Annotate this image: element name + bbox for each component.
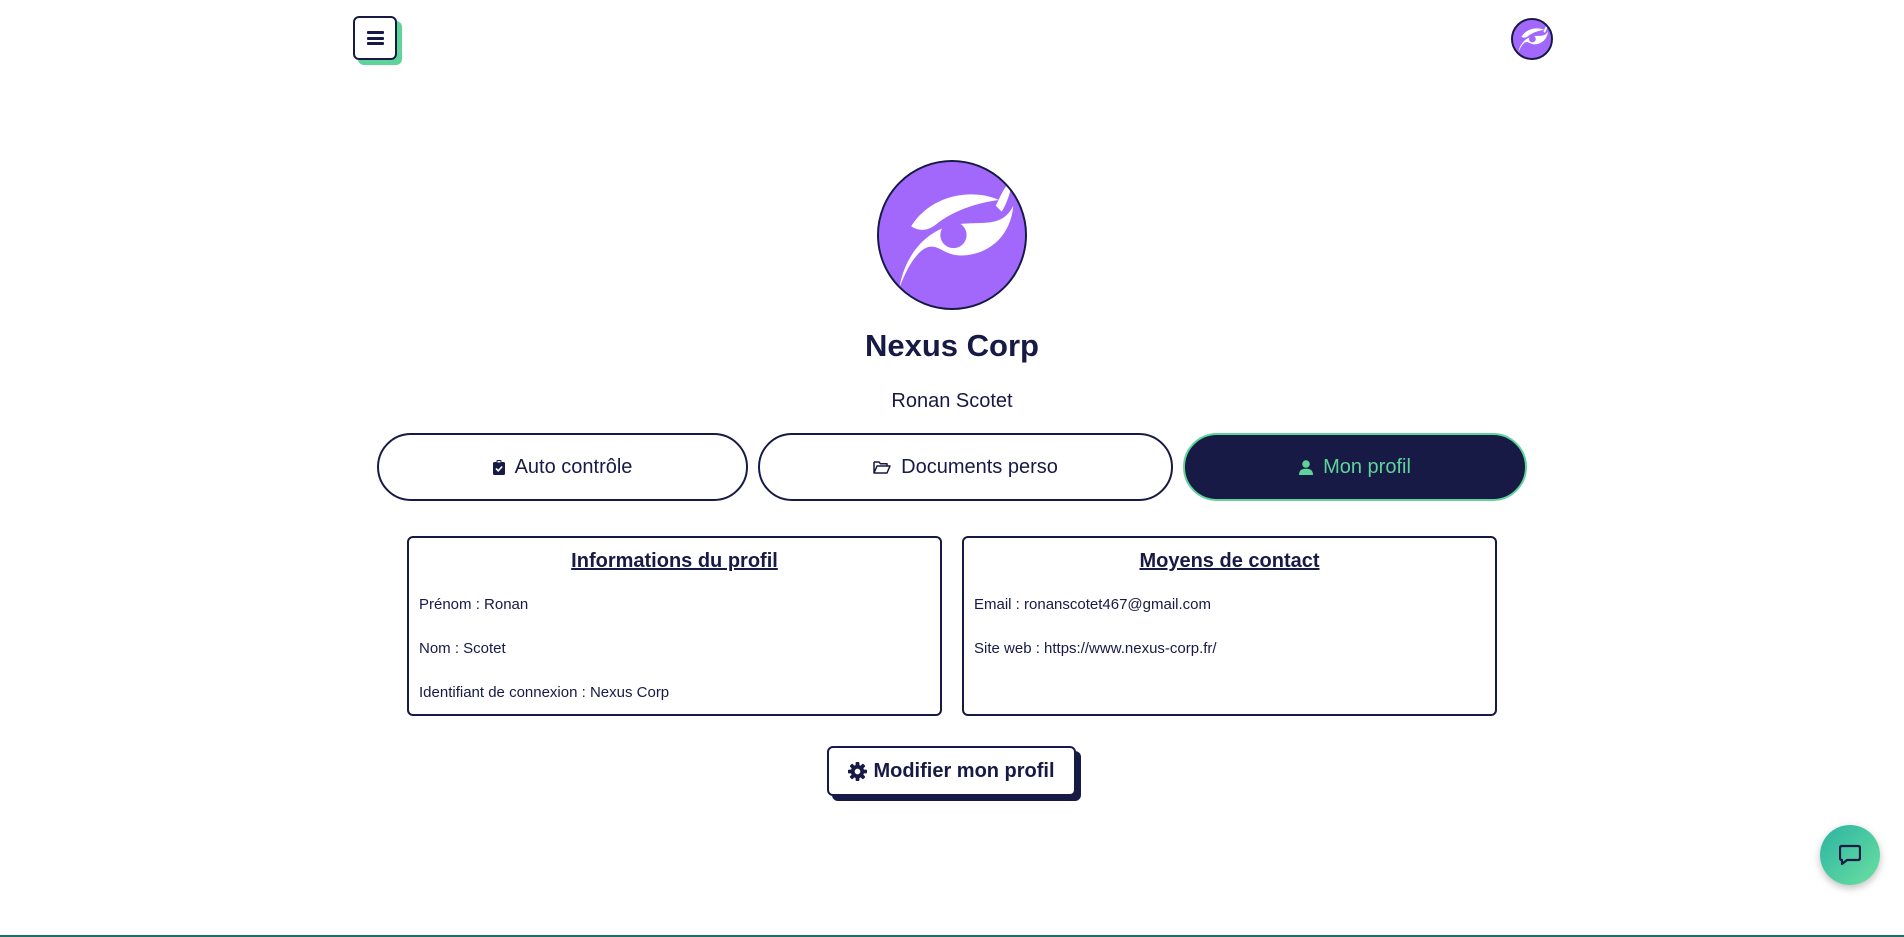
tab-auto-controle[interactable]: Auto contrôle bbox=[377, 433, 748, 501]
edit-profile-label: Modifier mon profil bbox=[873, 759, 1055, 782]
login-id-field: Identifiant de connexion : Nexus Corp bbox=[419, 684, 670, 701]
user-icon bbox=[1299, 459, 1314, 475]
hamburger-icon bbox=[366, 31, 384, 45]
profile-info-title: Informations du profil bbox=[571, 550, 778, 572]
tab-mon-profil[interactable]: Mon profil bbox=[1183, 433, 1527, 501]
tab-auto-controle-label: Auto contrôle bbox=[514, 455, 633, 478]
tab-mon-profil-label: Mon profil bbox=[1323, 455, 1411, 478]
last-name-field: Nom : Scotet bbox=[419, 640, 506, 657]
company-name: Nexus Corp bbox=[865, 328, 1039, 363]
tab-documents-perso[interactable]: Documents perso bbox=[758, 433, 1173, 501]
clipboard-check-icon bbox=[492, 459, 505, 475]
chat-bubble-icon bbox=[1839, 844, 1861, 866]
chat-button[interactable] bbox=[1820, 825, 1880, 885]
folder-open-icon bbox=[873, 461, 891, 474]
footer-divider bbox=[0, 935, 1904, 937]
gear-icon bbox=[848, 761, 868, 781]
contact-card: Moyens de contact Email : ronanscotet467… bbox=[962, 536, 1497, 716]
nexus-logo-icon bbox=[879, 162, 1025, 308]
website-field: Site web : https://www.nexus-corp.fr/ bbox=[974, 640, 1217, 657]
nexus-logo-icon bbox=[1513, 20, 1551, 58]
first-name-field: Prénom : Ronan bbox=[419, 596, 529, 613]
profile-info-card: Informations du profil Prénom : Ronan No… bbox=[407, 536, 942, 716]
email-field: Email : ronanscotet467@gmail.com bbox=[974, 596, 1211, 613]
user-name: Ronan Scotet bbox=[891, 390, 1013, 412]
contact-title: Moyens de contact bbox=[1139, 550, 1320, 572]
edit-profile-button[interactable]: Modifier mon profil bbox=[827, 746, 1076, 796]
tab-documents-perso-label: Documents perso bbox=[901, 455, 1058, 478]
menu-button[interactable] bbox=[353, 16, 397, 60]
company-logo bbox=[877, 160, 1027, 310]
top-avatar-button[interactable] bbox=[1511, 18, 1553, 60]
